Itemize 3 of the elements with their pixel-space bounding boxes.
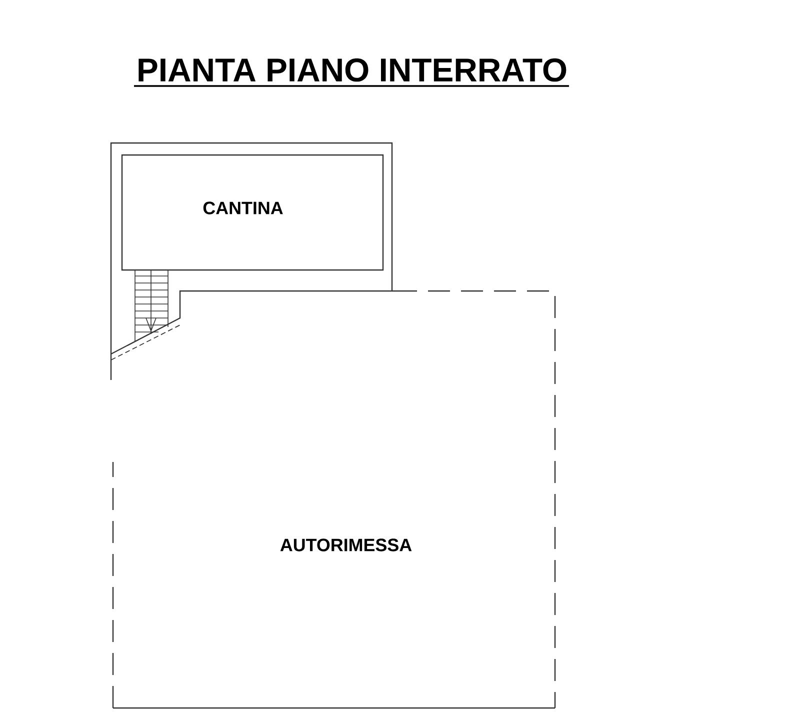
room-box: CANTINA [121,154,384,271]
room-outline: AUTORIMESSA [112,290,556,709]
title: PIANTA PIANO INTERRATO [134,58,569,87]
